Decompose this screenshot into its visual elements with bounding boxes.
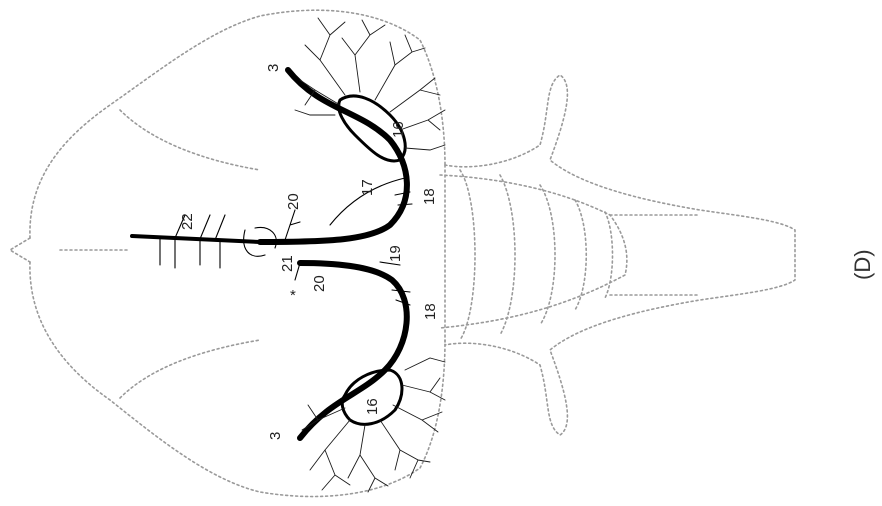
main-vessel-top xyxy=(260,70,407,242)
label-3-top: 3 xyxy=(265,64,282,72)
label-16-top: 16 xyxy=(390,121,407,138)
label-3-bottom: 3 xyxy=(267,432,284,440)
asterisk: * xyxy=(290,287,296,304)
label-22: 22 xyxy=(179,213,196,230)
panel-label: (D) xyxy=(850,249,875,280)
label-21: 21 xyxy=(279,255,296,272)
label-20-top: 20 xyxy=(285,193,302,210)
label-17: 17 xyxy=(359,179,376,196)
labels: 3 16 17 18 20 22 19 21 20 * 18 16 3 (D) xyxy=(179,64,875,440)
label-18-top: 18 xyxy=(421,188,438,205)
label-16-bottom: 16 xyxy=(364,398,381,415)
midline-vessel xyxy=(132,236,260,242)
label-20-bottom: 20 xyxy=(311,275,328,292)
arborization-top xyxy=(295,18,445,150)
artery-tree xyxy=(132,70,412,438)
label-18-bottom: 18 xyxy=(422,303,439,320)
label-19: 19 xyxy=(387,245,404,262)
